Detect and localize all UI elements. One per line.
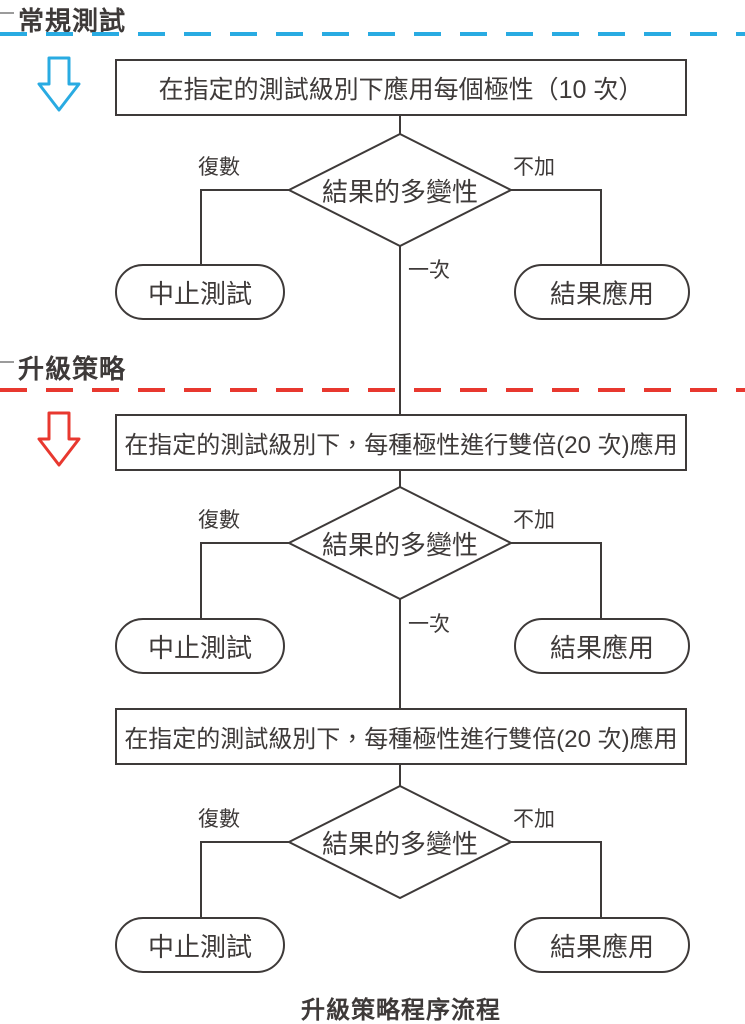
connector-decision2-to-step3 (399, 599, 401, 710)
terminal-stop-test-1: 中止測試 (115, 264, 285, 320)
connector-decision1-to-step2 (399, 246, 401, 416)
decision-diamond-1 (287, 132, 513, 248)
connector-decision1-right-h (511, 189, 601, 191)
decision-label-2: 結果的多變性 (321, 529, 478, 560)
connector-decision2-right-v (600, 542, 602, 620)
connector-step3-to-decision3 (399, 765, 401, 786)
page-edge-mark (0, 361, 14, 363)
section-title-escalation: 升級策略 (18, 354, 127, 384)
branch-label-none-2: 不加 (513, 509, 555, 532)
connector-step2-to-decision2 (399, 471, 401, 487)
branch-label-once-2: 一次 (408, 613, 450, 636)
terminal-stop-test-2: 中止測試 (115, 618, 285, 674)
red-down-arrow-icon (37, 411, 81, 467)
figure-caption: 升級策略程序流程 (301, 997, 501, 1024)
branch-label-none-3: 不加 (513, 808, 555, 831)
terminal-apply-result-1: 結果應用 (514, 264, 690, 320)
regular-section-divider (0, 32, 745, 36)
process-box-double-application-2: 在指定的測試級別下，每種極性進行雙倍(20 次)應用 (115, 708, 687, 765)
branch-label-none-1: 不加 (513, 156, 555, 179)
decision-diamond-3 (287, 784, 513, 900)
terminal-apply-result-3: 結果應用 (514, 917, 690, 973)
section-title-regular: 常規測試 (18, 6, 127, 36)
connector-decision1-left-v (200, 189, 202, 266)
connector-decision2-left-v (200, 542, 202, 620)
decision-label-3: 結果的多變性 (321, 828, 478, 859)
connector-decision3-left-v (200, 841, 202, 919)
connector-decision1-right-v (600, 189, 602, 266)
branch-label-plural-2: 復數 (198, 509, 240, 532)
decision-label-1: 結果的多變性 (321, 176, 478, 207)
branch-label-plural-1: 復數 (198, 156, 240, 179)
branch-label-once-1: 一次 (408, 259, 450, 282)
branch-label-plural-3: 復數 (198, 808, 240, 831)
connector-decision2-right-h (511, 542, 601, 544)
connector-decision3-right-h (511, 841, 601, 843)
connector-step1-to-decision1 (399, 116, 401, 134)
process-box-double-application-1: 在指定的測試級別下，每種極性進行雙倍(20 次)應用 (115, 414, 687, 471)
terminal-stop-test-3: 中止測試 (115, 917, 285, 973)
connector-decision1-left-h (200, 189, 289, 191)
connector-decision2-left-h (200, 542, 289, 544)
decision-diamond-2 (287, 485, 513, 601)
connector-decision3-right-v (600, 841, 602, 919)
process-box-apply-each-polarity: 在指定的測試級別下應用每個極性（10 次） (115, 59, 687, 116)
connector-decision3-left-h (200, 841, 289, 843)
terminal-apply-result-2: 結果應用 (514, 618, 690, 674)
page-edge-mark (0, 12, 14, 14)
blue-down-arrow-icon (37, 56, 81, 112)
escalation-section-divider (0, 388, 745, 392)
